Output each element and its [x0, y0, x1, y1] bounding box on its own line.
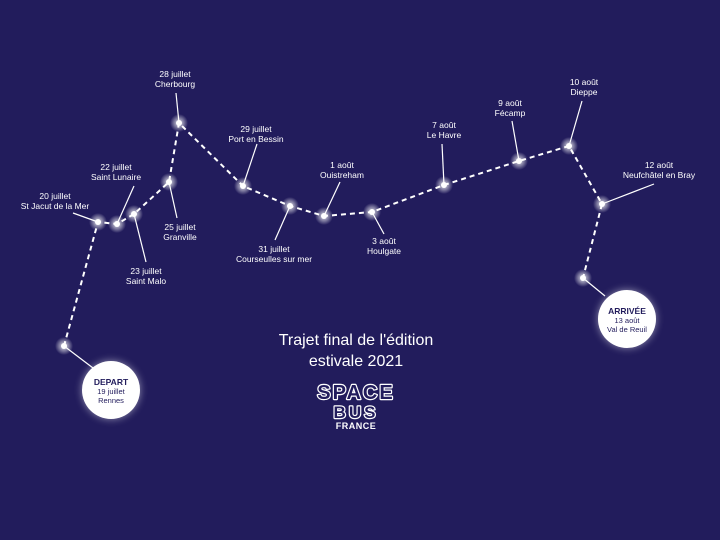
stop-dot	[287, 203, 293, 209]
start-place: Rennes	[98, 396, 124, 405]
stop-place: Cherbourg	[154, 79, 196, 89]
stop-dot	[580, 275, 586, 281]
stop-dot	[369, 209, 375, 215]
logo-subtitle: FRANCE	[335, 421, 377, 431]
stop-place: Fécamp	[494, 108, 526, 118]
stop-place: Granville	[163, 232, 197, 242]
stop-dot	[95, 219, 101, 225]
stop-date: 7 août	[432, 120, 456, 130]
stop-label-saint-lunaire: 22 juillet Saint Lunaire	[78, 162, 154, 182]
stop-label-neufchatel: 12 août Neufchâtel en Bray	[614, 160, 704, 180]
stop-label-ouistreham: 1 août Ouistreham	[308, 160, 376, 180]
stop-dot	[166, 179, 172, 185]
start-date: 19 juillet	[97, 387, 125, 396]
stop-date: 10 août	[569, 77, 599, 87]
end-badge: ARRIVÉE 13 août Val de Reuil	[598, 290, 656, 348]
title-line-1: Trajet final de l'édition	[278, 332, 434, 349]
stop-date: 3 août	[372, 236, 396, 246]
stop-place: Ouistreham	[320, 170, 364, 180]
stop-dot	[441, 182, 447, 188]
stop-place: Neufchâtel en Bray	[622, 170, 696, 180]
stop-dot	[131, 211, 137, 217]
stop-date: 29 juillet	[240, 124, 272, 134]
start-badge: DEPART 19 juillet Rennes	[82, 361, 140, 419]
stop-label-dieppe: 10 août Dieppe	[556, 77, 612, 97]
route-stops	[55, 114, 611, 355]
stop-label-cherbourg: 28 juillet Cherbourg	[140, 69, 210, 89]
stop-dot	[599, 201, 605, 207]
logo-text-top: SPACE	[317, 382, 394, 404]
stop-label-fecamp: 9 août Fécamp	[482, 98, 538, 118]
stop-label-st-jacut: 20 juillet St Jacut de la Mer	[12, 191, 98, 211]
stop-place: Dieppe	[570, 87, 598, 97]
stop-label-granville: 25 juillet Granville	[148, 222, 212, 242]
stop-dot	[566, 143, 572, 149]
stop-date: 20 juillet	[39, 191, 71, 201]
stop-label-le-havre: 7 août Le Havre	[414, 120, 474, 140]
stop-place: Houlgate	[366, 246, 402, 256]
start-label: DEPART	[93, 377, 129, 387]
stop-date: 25 juillet	[164, 222, 196, 232]
stop-place: Courseulles sur mer	[235, 254, 313, 264]
stop-place: St Jacut de la Mer	[20, 201, 90, 211]
stop-label-houlgate: 3 août Houlgate	[356, 236, 412, 256]
stop-place: Port en Bessin	[228, 134, 284, 144]
stop-dot	[114, 221, 120, 227]
stop-place: Le Havre	[426, 130, 462, 140]
stop-label-courseulles: 31 juillet Courseulles sur mer	[226, 244, 322, 264]
end-place: Val de Reuil	[607, 325, 647, 334]
stop-place: Saint Malo	[125, 276, 167, 286]
stop-dot	[321, 213, 327, 219]
stop-date: 22 juillet	[100, 162, 132, 172]
stop-label-port-en-bessin: 29 juillet Port en Bessin	[220, 124, 292, 144]
stop-date: 9 août	[498, 98, 522, 108]
stop-date: 23 juillet	[130, 266, 162, 276]
stop-dot	[176, 120, 182, 126]
stop-date: 1 août	[330, 160, 354, 170]
stop-date: 28 juillet	[159, 69, 191, 79]
stop-label-saint-malo: 23 juillet Saint Malo	[114, 266, 178, 286]
stop-date: 12 août	[644, 160, 674, 170]
space-bus-logo: SPACE BUS	[316, 381, 394, 423]
end-date: 13 août	[614, 316, 640, 325]
stop-dot	[240, 183, 246, 189]
end-label: ARRIVÉE	[608, 306, 646, 316]
stop-place: Saint Lunaire	[90, 172, 142, 182]
page-title: Trajet final de l'édition estivale 2021	[236, 330, 476, 372]
stop-date: 31 juillet	[258, 244, 290, 254]
logo-text-bottom: BUS	[334, 403, 379, 422]
stop-dot	[516, 158, 522, 164]
stop-dot	[61, 343, 67, 349]
title-line-2: estivale 2021	[308, 353, 404, 370]
